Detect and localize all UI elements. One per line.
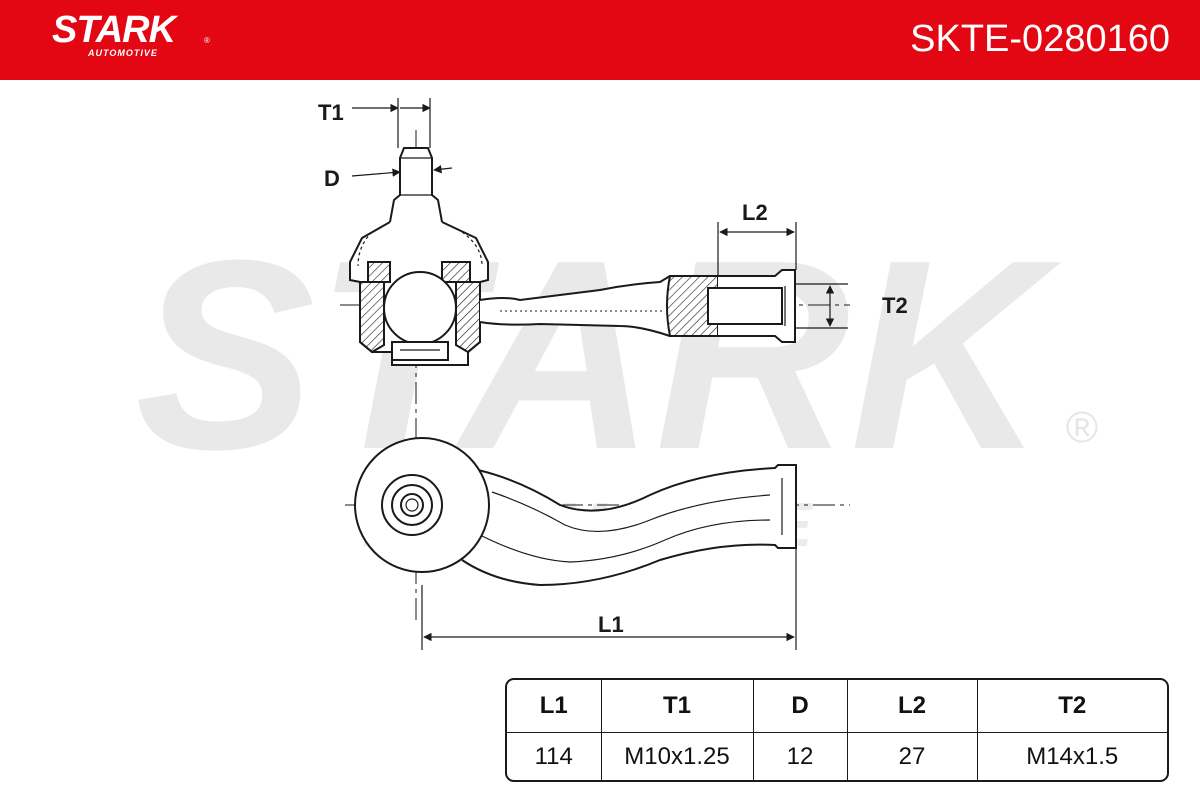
header-t2: T2 (976, 680, 1167, 733)
value-d: 12 (752, 732, 848, 780)
table-row: 114 M10x1.25 12 27 M14x1.5 (507, 732, 1167, 780)
value-t1: M10x1.25 (600, 732, 754, 780)
logo-brand-sub: AUTOMOTIVE (88, 48, 158, 58)
label-l2: L2 (742, 200, 768, 225)
value-l1: 114 (507, 732, 602, 780)
value-l2: 27 (846, 732, 978, 780)
table-header-row: L1 T1 D L2 T2 (507, 680, 1167, 733)
watermark-registered: ® (1066, 403, 1098, 452)
header-l2: L2 (846, 680, 978, 733)
technical-drawing: STARK AUTOMOTIVE ® (135, 98, 1098, 650)
label-l1: L1 (598, 612, 624, 637)
article-number: SKTE-0280160 (910, 18, 1170, 60)
label-d: D (324, 166, 340, 191)
dimension-labels: T1 D L2 T2 L1 (318, 100, 908, 637)
header-t1: T1 (600, 680, 754, 733)
header-d: D (752, 680, 848, 733)
logo-registered-mark: ® (204, 36, 210, 45)
specification-table: L1 T1 D L2 T2 114 M10x1.25 12 27 M14x1.5 (505, 678, 1169, 782)
header-bar: STARK AUTOMOTIVE ® SKTE-0280160 (0, 0, 1200, 80)
stark-logo: STARK AUTOMOTIVE ® (52, 9, 210, 58)
watermark-brand: STARK (135, 205, 1065, 506)
label-t1: T1 (318, 100, 344, 125)
label-t2: T2 (882, 293, 908, 318)
value-t2: M14x1.5 (976, 732, 1167, 780)
header-l1: L1 (507, 680, 602, 733)
dimension-lines (351, 98, 848, 650)
tie-rod-end-top-view (345, 437, 850, 587)
logo-brand: STARK (52, 9, 176, 51)
